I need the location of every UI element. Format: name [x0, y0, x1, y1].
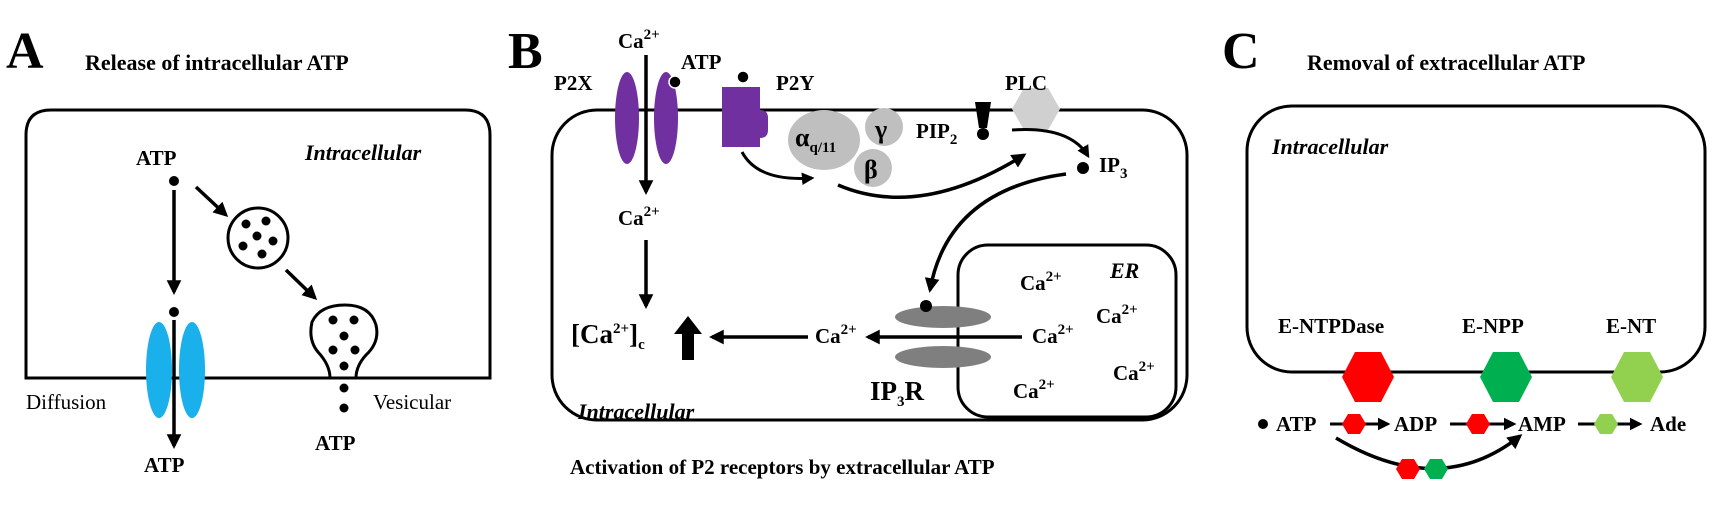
plc-label: PLC: [1005, 71, 1047, 95]
er-ca-3: Ca2+: [1032, 322, 1074, 348]
enpp-enzyme: [1480, 352, 1532, 402]
p2x-subunit-left: [615, 72, 639, 164]
ip3r-lower-subunit: [895, 346, 991, 368]
panel-a-arrow-to-vesicle: [194, 185, 229, 218]
panel-a-intracellular-label: Intracellular: [304, 140, 422, 165]
er-ca-5: Ca2+: [1013, 377, 1055, 403]
g-gamma-label: γ: [874, 115, 887, 144]
ip3r-upper-subunit: [895, 306, 991, 328]
ip3-bound-dot: [920, 300, 932, 312]
ip3-label: IP3: [1099, 153, 1128, 182]
panel-c-letter: C: [1222, 23, 1260, 80]
g-beta-label: β: [864, 155, 878, 184]
panel-a-title: Release of intracellular ATP: [85, 50, 349, 75]
ip3-dot: [1077, 162, 1089, 174]
g-beta-subunit: [854, 149, 892, 187]
panel-a-membrane-bottom: [26, 303, 490, 380]
chain-ade: Ade: [1650, 412, 1686, 436]
ca-increase-arrow-icon: [674, 316, 702, 360]
entpdase-enzyme: [1342, 352, 1394, 402]
g-alpha-label: αq/11: [795, 123, 836, 156]
ca-inner-label: Ca2+: [618, 204, 660, 230]
fusion-atp-dots: [328, 315, 360, 413]
panel-b-cell-membrane: [550, 108, 1189, 422]
g-gamma-subunit: [865, 108, 903, 146]
panel-a-arrow-to-fusion: [284, 268, 318, 301]
diffusion-channel-left: [146, 322, 172, 418]
cytosolic-ca-label: [Ca2+]c: [571, 319, 645, 353]
ip3r-label: IP3R: [870, 376, 925, 410]
panel-a: A Release of intracellular ATP Intracell…: [6, 23, 492, 477]
plc-enzyme: [1012, 88, 1060, 130]
p2x-subunit-right: [654, 72, 678, 164]
pip2-to-ip3-arrow: [1011, 128, 1090, 159]
entpdase-step-icon-2: [1466, 414, 1490, 434]
p2y-to-gq-arrow: [740, 151, 815, 186]
enpp-bypass-green-icon: [1424, 459, 1448, 479]
ip3-to-ip3r-arrow: [924, 172, 1067, 293]
p2y-receptor: [722, 87, 768, 147]
chain-amp: AMP: [1518, 412, 1566, 436]
chain-atp: ATP: [1276, 412, 1317, 436]
p2y-label: P2Y: [776, 71, 815, 95]
atp-label: ATP: [681, 50, 722, 74]
gq-to-plc-arrow: [837, 153, 1027, 199]
panel-a-atp-vesicular: ATP: [315, 431, 356, 455]
panel-c-intracellular-label: Intracellular: [1271, 134, 1389, 159]
panel-b-caption: Activation of P2 receptors by extracellu…: [570, 455, 995, 479]
er-ca-4: Ca2+: [1113, 359, 1155, 385]
atp-dot: [169, 176, 179, 186]
entpdase-step-icon: [1342, 414, 1366, 434]
ca-release-label: Ca2+: [815, 322, 857, 348]
enpp-bypass-red-icon: [1396, 459, 1420, 479]
panel-a-cell-membrane: [24, 108, 492, 380]
diffusion-channel-right: [179, 322, 205, 418]
p2x-atp-dot: [668, 75, 682, 89]
panel-b: B Intracellular ER Ca2+ Ca2+ Ca2+ Ca2+ C…: [508, 23, 1189, 479]
ent-enzyme: [1611, 352, 1663, 402]
er-ca-2: Ca2+: [1096, 302, 1138, 328]
vesicular-label: Vesicular: [373, 390, 451, 414]
er-ca-1: Ca2+: [1020, 269, 1062, 295]
p2x-label: P2X: [554, 71, 593, 95]
ent-label: E-NT: [1606, 314, 1656, 338]
pip2-label: PIP2: [916, 119, 957, 148]
panel-a-atp-top: ATP: [136, 146, 177, 170]
panel-c: C Removal of extracellular ATP Intracell…: [1222, 23, 1707, 479]
entpdase-label: E-NTPDase: [1278, 314, 1384, 338]
vesicle-atp-dots: [238, 216, 278, 259]
ca-top-label: Ca2+: [618, 27, 660, 53]
pip2-anchor-icon: [975, 102, 991, 128]
enpp-label: E-NPP: [1462, 314, 1524, 338]
p2y-atp-dot: [736, 70, 750, 84]
panel-a-atp-diffusion: ATP: [144, 453, 185, 477]
panel-c-title: Removal of extracellular ATP: [1307, 50, 1585, 75]
er-compartment: [956, 243, 1178, 419]
chain-adp: ADP: [1394, 412, 1437, 436]
panel-b-intracellular-label: Intracellular: [577, 399, 695, 424]
atp-dot: [169, 307, 179, 317]
pip2-dot: [977, 128, 989, 140]
g-alpha-subunit: [788, 110, 860, 170]
panel-a-letter: A: [6, 23, 44, 80]
panel-b-letter: B: [508, 23, 543, 80]
diffusion-label: Diffusion: [26, 390, 107, 414]
panel-c-cell-membrane: [1245, 104, 1707, 374]
ent-step-icon: [1594, 414, 1618, 434]
er-label: ER: [1109, 258, 1139, 283]
atp-dot: [1258, 419, 1268, 429]
